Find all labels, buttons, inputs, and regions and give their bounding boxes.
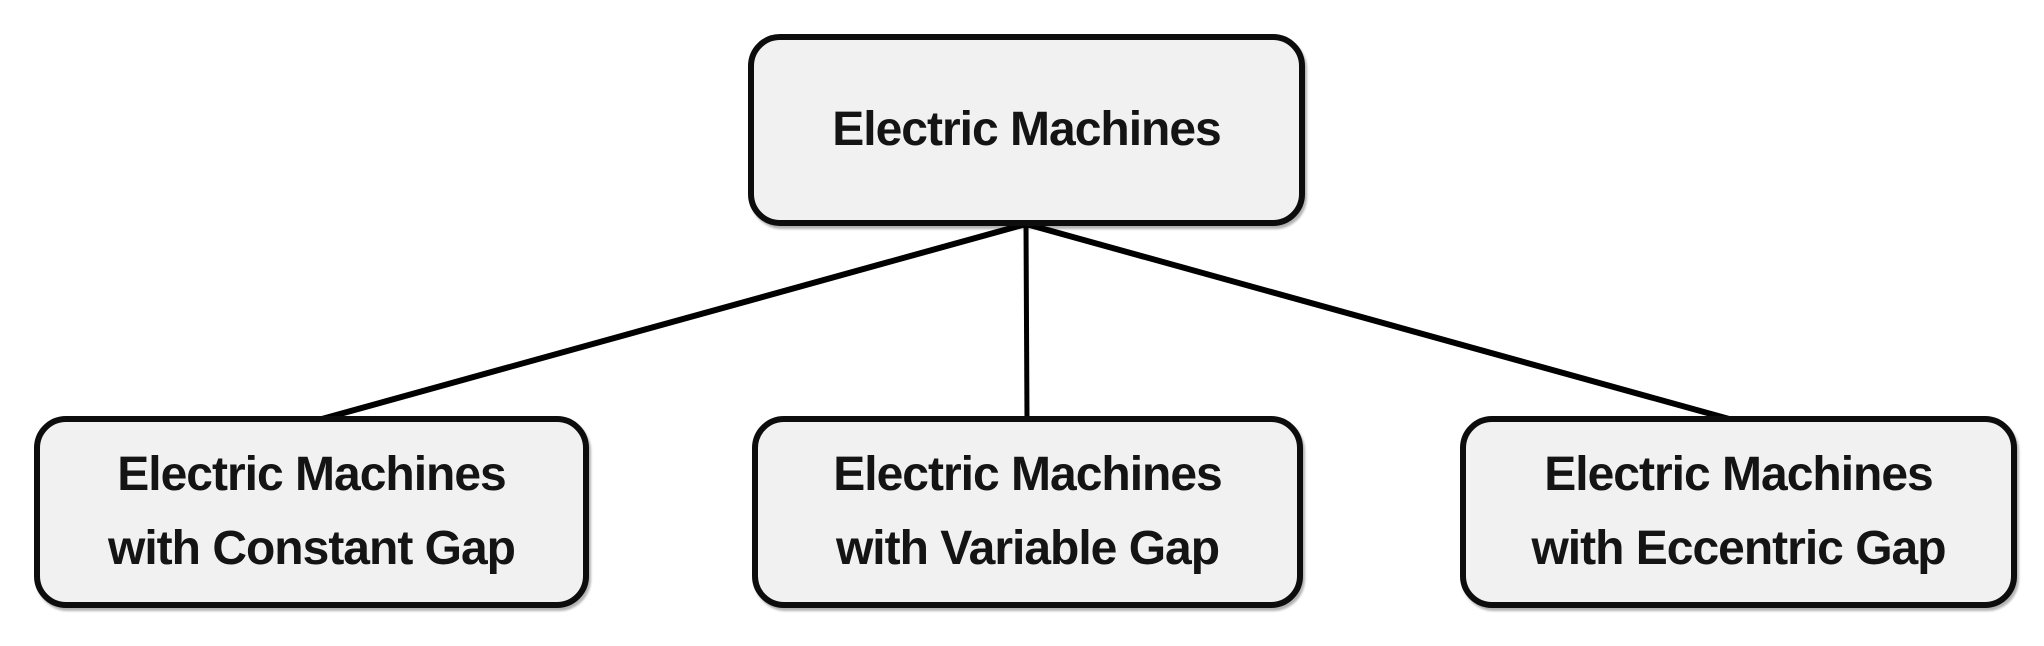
node-label: Electric Machines <box>832 103 1222 156</box>
node-label-line2: with Variable Gap <box>835 522 1220 575</box>
node-electric-machines-constant-gap: Electric Machines with Constant Gap <box>34 416 589 608</box>
node-label-line1: Electric Machines <box>1544 448 1934 501</box>
node-electric-machines: Electric Machines <box>748 34 1305 226</box>
node-electric-machines-variable-gap: Electric Machines with Variable Gap <box>752 416 1303 608</box>
node-label-line1: Electric Machines <box>117 448 507 501</box>
node-label-line2: with Eccentric Gap <box>1531 522 1946 575</box>
node-label-line1: Electric Machines <box>833 448 1223 501</box>
connector-root-to-variable-gap <box>1023 223 1030 423</box>
connector-root-to-eccentric-gap <box>1025 221 1741 425</box>
node-label-line2: with Constant Gap <box>108 522 516 575</box>
node-electric-machines-eccentric-gap: Electric Machines with Eccentric Gap <box>1460 416 2017 608</box>
connector-root-to-constant-gap <box>310 221 1027 425</box>
